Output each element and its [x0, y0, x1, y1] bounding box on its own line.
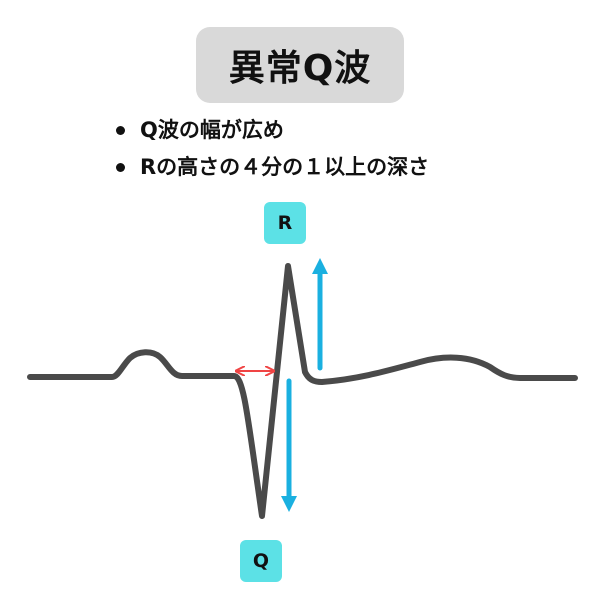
bullet-item-depth: Rの高さの４分の１以上の深さ — [112, 149, 429, 186]
r-wave-label-text: R — [277, 212, 293, 234]
bullet-dot — [116, 126, 125, 135]
title-box: 異常Q波 — [196, 27, 404, 103]
r-wave-label: R — [264, 202, 306, 244]
diagram-title: 異常Q波 — [228, 48, 372, 89]
bullet-item-width: Q波の幅が広め — [112, 112, 429, 149]
bullet-text-depth: Rの高さの４分の１以上の深さ — [140, 155, 430, 179]
bullet-list: Q波の幅が広め Rの高さの４分の１以上の深さ — [112, 112, 429, 186]
bullet-text-width: Q波の幅が広め — [140, 118, 284, 142]
bullet-dot — [116, 163, 125, 172]
ecg-trace — [27, 263, 578, 519]
q-wave-label-text: Q — [252, 550, 270, 572]
q-wave-label: Q — [240, 540, 282, 582]
